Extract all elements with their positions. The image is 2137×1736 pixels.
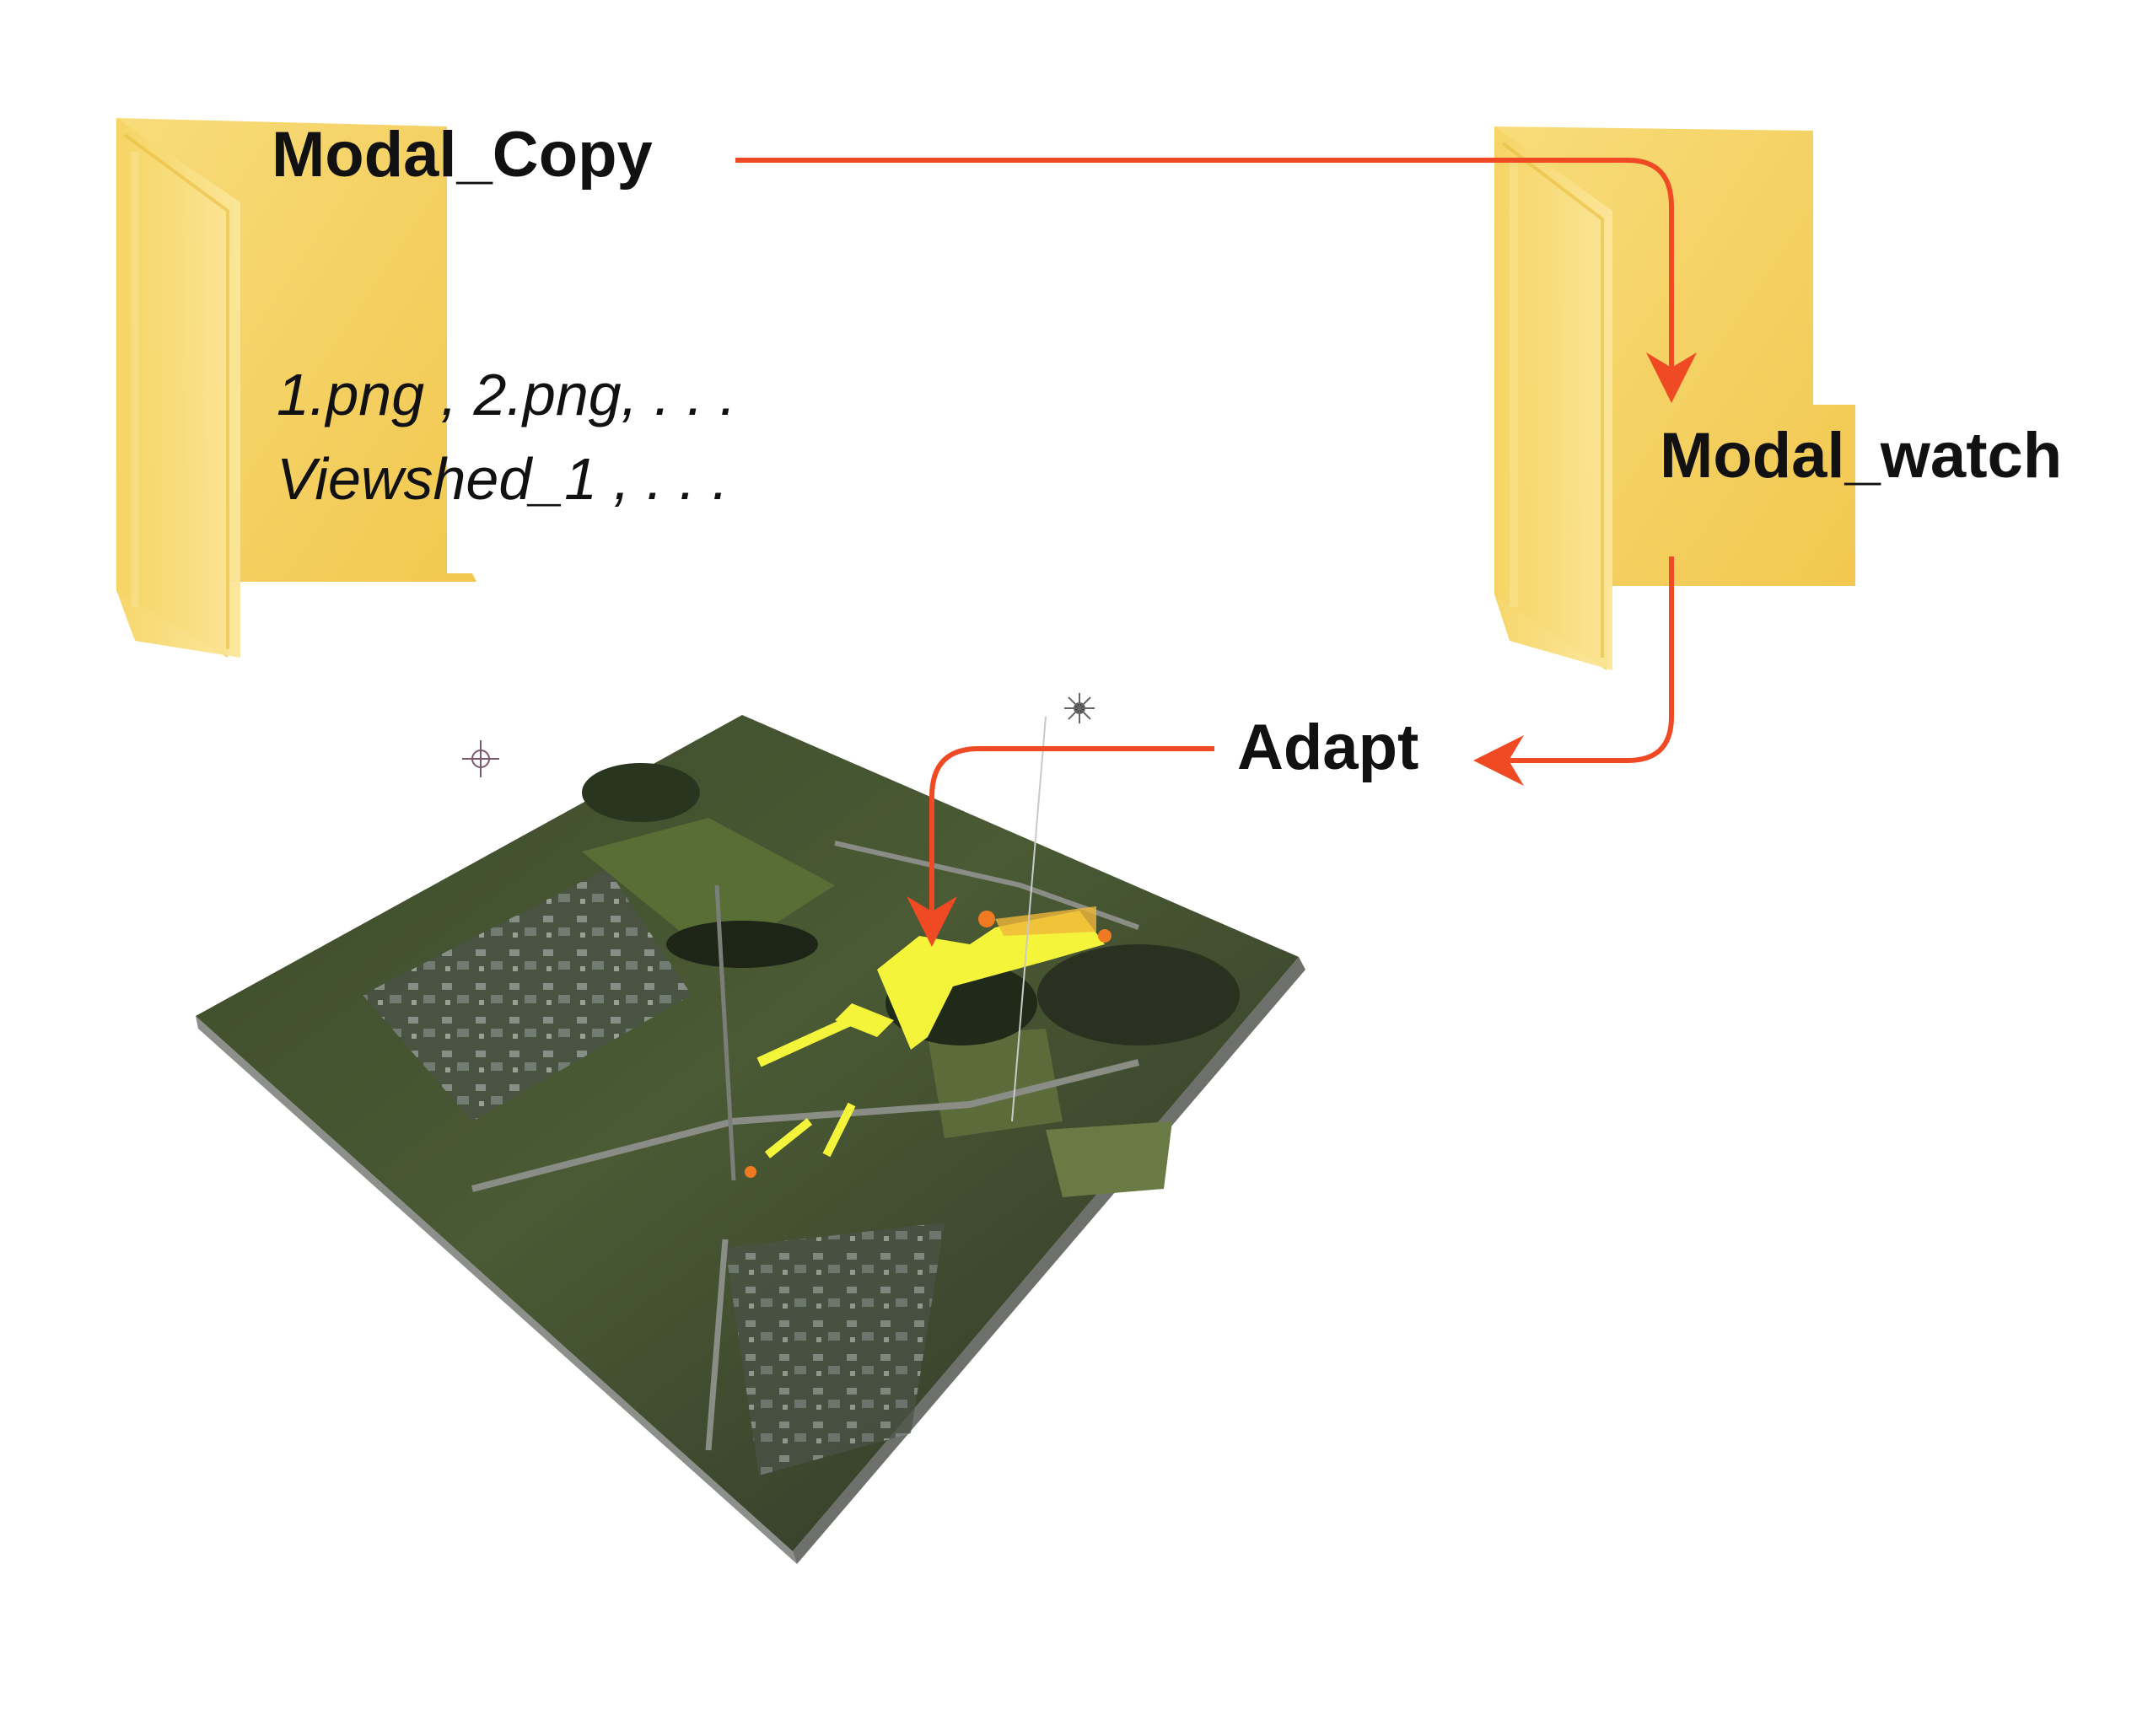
crosshair-icon — [462, 740, 499, 777]
arrow-copy-to-watch — [735, 158, 1697, 403]
terrain-3d-map — [196, 715, 1305, 1564]
folder-file-list: 1.png , 2.png, . . . Viewshed_1 , . . . — [277, 352, 736, 521]
folder-icon-modal-watch — [1494, 126, 1855, 670]
folder-icon-modal-copy — [116, 118, 476, 658]
arrow-adapt-to-terrain — [907, 746, 1214, 947]
arrow-watch-to-adapt — [1473, 556, 1674, 786]
connector-arrows — [735, 158, 1697, 947]
file-list-line-1: 1.png , 2.png, . . . — [277, 362, 736, 427]
adapt-step-label: Adapt — [1237, 712, 1419, 783]
file-list-line-2: Viewshed_1 , . . . — [277, 446, 729, 512]
folder-title-modal-watch: Modal_watch — [1660, 420, 2063, 492]
folder-title-modal-copy: Modal_Copy — [272, 119, 653, 191]
sun-icon — [1064, 693, 1095, 723]
